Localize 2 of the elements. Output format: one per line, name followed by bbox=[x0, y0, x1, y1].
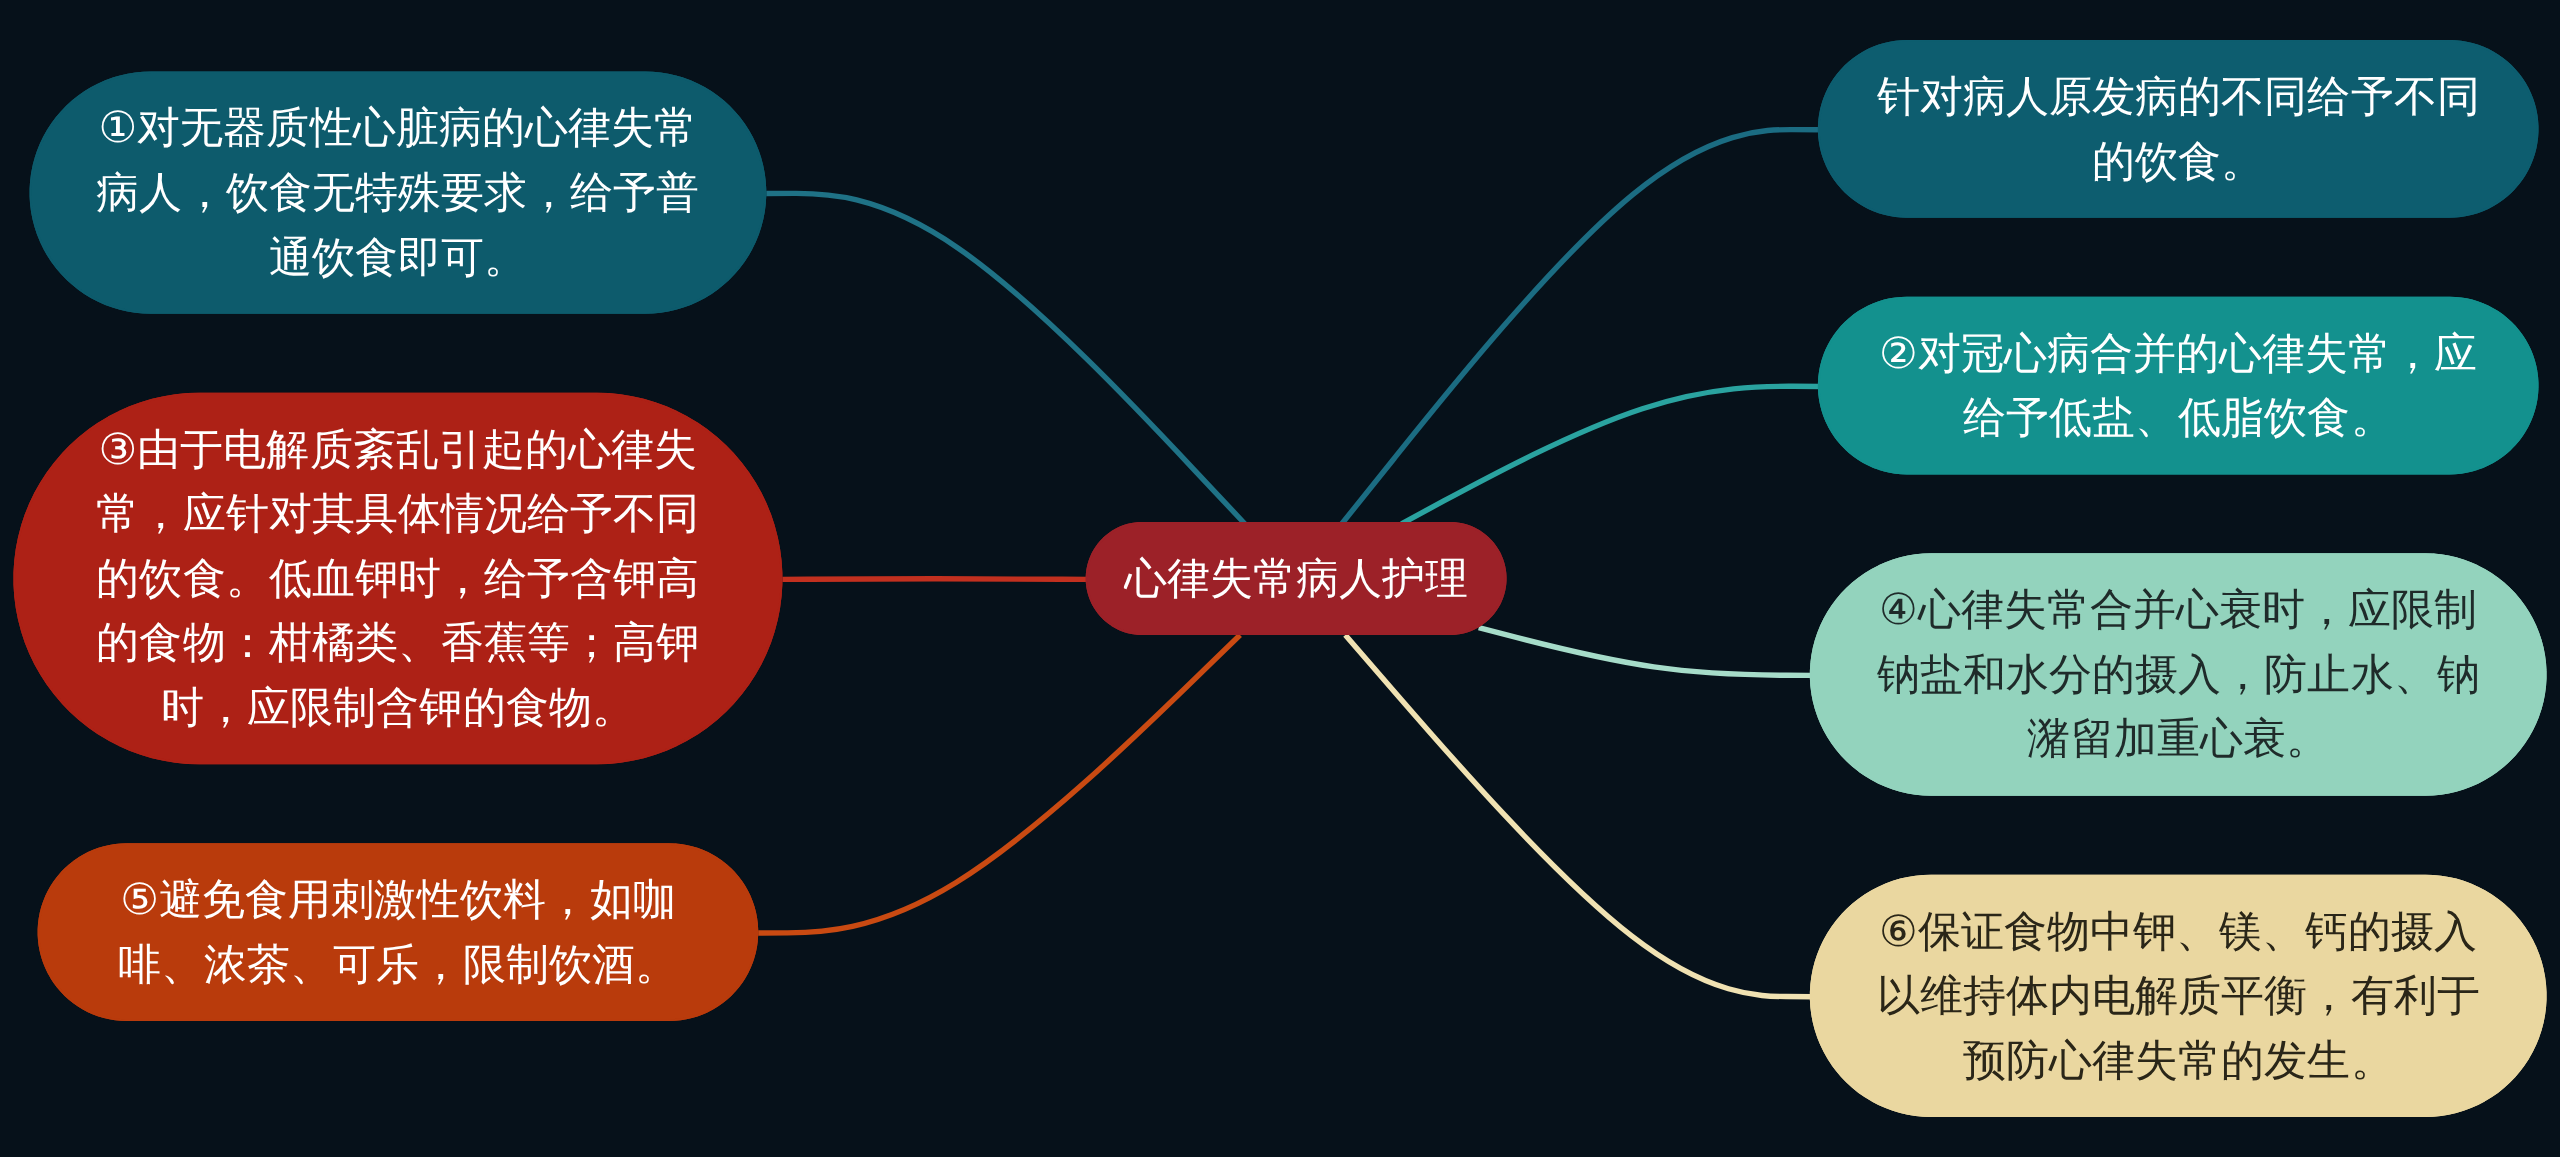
connector bbox=[758, 633, 1242, 936]
connector bbox=[1343, 633, 1812, 1000]
